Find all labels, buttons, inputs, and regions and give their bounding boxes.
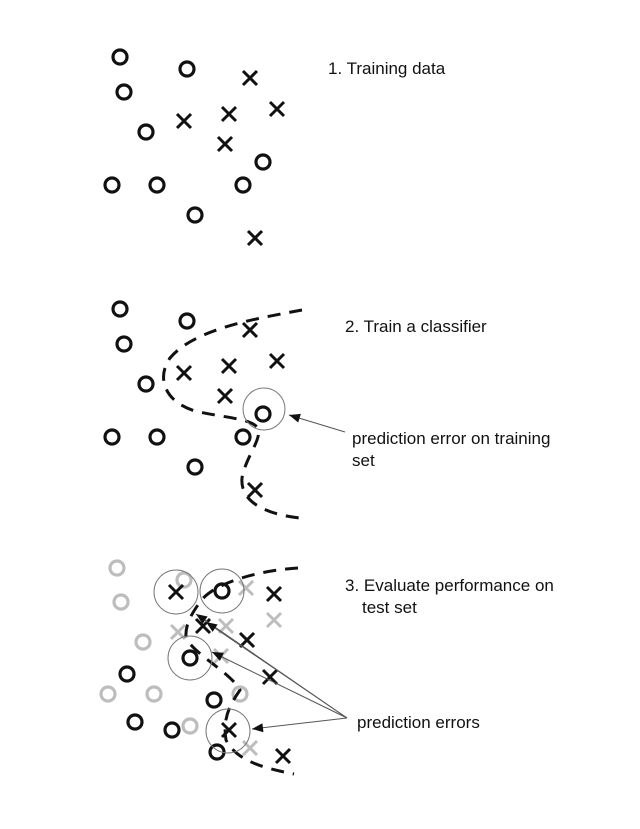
cross-point (220, 357, 238, 375)
circle-point (115, 83, 133, 101)
cross-point (241, 739, 259, 757)
circle-point (231, 685, 249, 703)
cross-point (167, 583, 185, 601)
arrow-prediction-error (251, 717, 348, 730)
arrowhead (289, 413, 301, 423)
panel-3-title-line-1: 3. Evaluate performance on (345, 576, 554, 595)
error-highlight-circle (153, 569, 199, 615)
circle-point (208, 743, 226, 761)
cross-point (246, 229, 264, 247)
circle-point (99, 685, 117, 703)
arrowhead (196, 614, 208, 624)
cross-point (175, 112, 193, 130)
evaluate-panel-marks (99, 559, 348, 776)
training-data-points (103, 48, 286, 247)
training-error-note-line-2: set (352, 451, 375, 470)
cross-point (217, 617, 235, 635)
cross-point (265, 585, 283, 603)
circle-point (145, 685, 163, 703)
circle-point (118, 665, 136, 683)
decision-boundary (184, 566, 299, 776)
error-highlight-circle (199, 568, 245, 614)
circle-point (137, 375, 155, 393)
circle-point (181, 649, 199, 667)
cross-point (246, 481, 264, 499)
cross-point (194, 617, 212, 635)
circle-point (148, 428, 166, 446)
circle-point (186, 206, 204, 224)
circle-point (234, 428, 252, 446)
circle-point (178, 60, 196, 78)
decision-boundary (162, 308, 303, 520)
circle-point (108, 559, 126, 577)
cross-point (268, 100, 286, 118)
circle-point (103, 428, 121, 446)
cross-point (220, 105, 238, 123)
cross-point (268, 352, 286, 370)
arrowhead (206, 622, 218, 632)
circle-point (134, 633, 152, 651)
cross-point (241, 69, 259, 87)
classifier-panel-marks (103, 300, 346, 520)
circle-point (137, 123, 155, 141)
arrowhead (252, 723, 264, 733)
cross-point (169, 623, 187, 641)
cross-point (216, 135, 234, 153)
prediction-errors-note: prediction errors (357, 713, 480, 732)
circle-point (254, 405, 272, 423)
panel-2-title: 2. Train a classifier (345, 317, 487, 336)
circle-point (175, 571, 193, 589)
circle-point (254, 153, 272, 171)
circle-point (111, 48, 129, 66)
circle-point (112, 593, 130, 611)
cross-point (237, 579, 255, 597)
training-error-note-line-1: prediction error on training (352, 429, 551, 448)
circle-point (234, 176, 252, 194)
circle-point (148, 176, 166, 194)
error-highlight-circle (242, 387, 286, 431)
cross-point (261, 668, 279, 686)
cross-point (274, 747, 292, 765)
arrow-prediction-error (205, 621, 348, 719)
circle-point (178, 312, 196, 330)
cross-point (265, 611, 283, 629)
cross-point (241, 321, 259, 339)
circle-point (126, 713, 144, 731)
error-highlight-circle (205, 708, 251, 754)
cross-point (238, 631, 256, 649)
panel-3-title-line-2: test set (362, 598, 417, 617)
circle-point (186, 458, 204, 476)
arrowhead (212, 652, 224, 661)
error-highlight-circle (167, 635, 213, 681)
circle-point (103, 176, 121, 194)
circle-point (115, 335, 133, 353)
circle-point (205, 691, 223, 709)
arrow-prediction-error (211, 651, 348, 719)
panel-1-title: 1. Training data (328, 59, 446, 78)
circle-point (111, 300, 129, 318)
circle-point (181, 717, 199, 735)
cross-point (216, 387, 234, 405)
cross-point (175, 364, 193, 382)
circle-point (163, 721, 181, 739)
